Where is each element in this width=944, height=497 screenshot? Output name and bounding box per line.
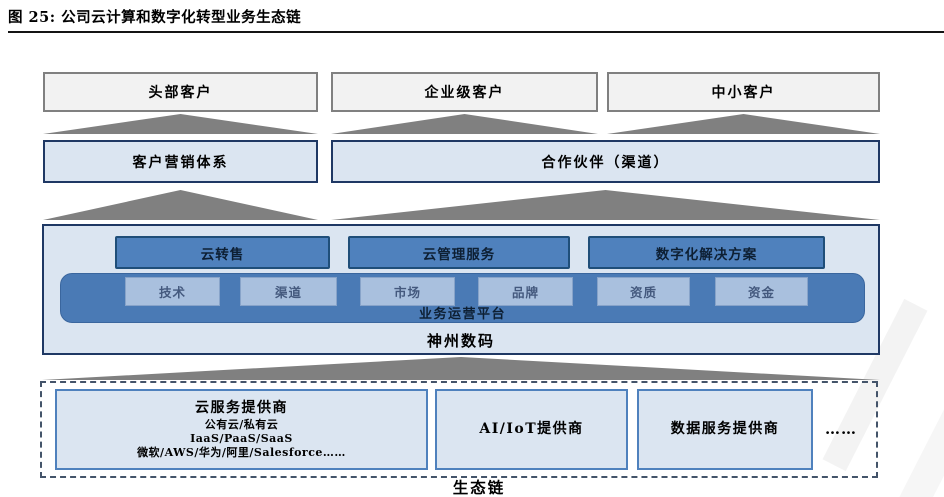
provider-line: 微软/AWS/华为/阿里/Salesforce……: [137, 446, 346, 460]
service-box-cloud-management: 云管理服务: [348, 236, 570, 269]
partner-channel-box: 合作伙伴（渠道）: [331, 140, 880, 183]
customer-box-sme: 中小客户: [607, 72, 880, 112]
operations-platform-label: 业务运营平台: [418, 306, 506, 322]
capability-box-channel: 渠道: [240, 277, 337, 306]
customer-box-enterprise: 企业级客户: [331, 72, 598, 112]
provider-title: 云服务提供商: [195, 399, 288, 416]
provider-box-cloud: 云服务提供商 公有云/私有云 IaaS/PaaS/SaaS 微软/AWS/华为/…: [55, 389, 428, 470]
capability-box-market: 市场: [360, 277, 455, 306]
ecosystem-chain-caption: 生态链: [452, 477, 506, 497]
provider-line: 公有云/私有云: [204, 417, 279, 431]
capability-box-capital: 资金: [715, 277, 808, 306]
customer-box-top: 头部客户: [43, 72, 318, 112]
connector-triangle: [43, 114, 318, 134]
company-label: 神州数码: [426, 331, 495, 350]
title-divider: [8, 31, 944, 33]
connector-triangle: [331, 114, 598, 134]
connector-triangle: [43, 190, 318, 220]
capability-box-tech: 技术: [125, 277, 220, 306]
figure-title: 图 25: 公司云计算和数字化转型业务生态链: [8, 9, 302, 26]
more-providers-ellipsis: ……: [825, 420, 857, 438]
connector-triangle: [42, 357, 880, 380]
ecosystem-dashed-container: [40, 381, 878, 478]
provider-line: IaaS/PaaS/SaaS: [190, 431, 293, 445]
service-box-digital-solutions: 数字化解决方案: [588, 236, 825, 269]
provider-box-data-service: 数据服务提供商: [637, 389, 813, 470]
connector-triangle: [607, 114, 880, 134]
capability-box-brand: 品牌: [478, 277, 573, 306]
capability-box-qualification: 资质: [597, 277, 690, 306]
connector-triangle: [331, 190, 880, 220]
service-box-cloud-resale: 云转售: [115, 236, 330, 269]
provider-box-ai-iot: AI/IoT提供商: [435, 389, 628, 470]
marketing-system-box: 客户营销体系: [43, 140, 318, 183]
